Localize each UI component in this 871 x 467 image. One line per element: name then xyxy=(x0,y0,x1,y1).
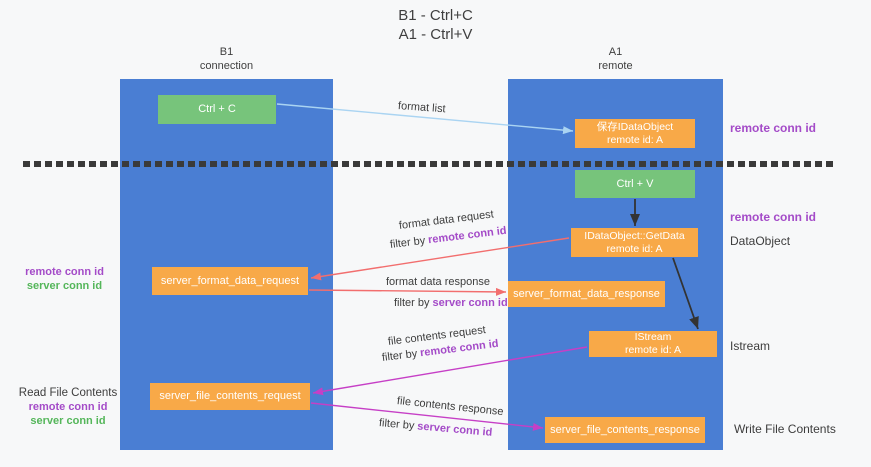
node-getdata-line2: remote id: A xyxy=(606,242,663,255)
lifeline-a1-name: A1 xyxy=(608,46,623,58)
istream-label: Istream xyxy=(730,339,771,353)
left-top-conn-id-labels: remote conn id server conn id xyxy=(17,265,112,293)
node-server-file-contents-response: server_file_contents_response xyxy=(545,417,705,443)
lifeline-b1-name: B1 xyxy=(219,46,234,58)
node-ctrl-v-label: Ctrl + V xyxy=(616,177,654,190)
node-file-request-label: server_file_contents_request xyxy=(159,390,301,402)
edge-label-format-list-text: format list xyxy=(397,100,446,116)
node-server-format-data-response: server_format_data_response xyxy=(508,281,665,307)
lifeline-header-a1: A1 remote xyxy=(508,45,723,73)
left-bottom-remote-conn-id: remote conn id xyxy=(28,401,108,413)
edge-label-format-list: format list xyxy=(398,100,446,115)
node-format-request-label: server_format_data_request xyxy=(160,274,300,287)
diagram-title: B1 - Ctrl+C A1 - Ctrl+V xyxy=(0,6,871,44)
node-format-response-label: server_format_data_response xyxy=(513,287,660,300)
edge-label-format-data-response: format data response xyxy=(386,276,490,288)
write-file-contents-label: Write File Contents xyxy=(734,422,836,436)
section-divider-dashed-line xyxy=(23,161,833,167)
lifeline-header-b1: B1 connection xyxy=(120,45,333,73)
left-top-server-conn-id: server conn id xyxy=(26,280,103,292)
edge-label-file-contents-response: file contents response xyxy=(396,395,504,418)
node-istream-line2: remote id: A xyxy=(624,344,682,356)
title-line-2: A1 - Ctrl+V xyxy=(398,26,473,43)
title-line-1: B1 - Ctrl+C xyxy=(398,7,473,24)
arrow-format-data-response xyxy=(308,287,507,296)
lifeline-b1-sub: connection xyxy=(199,60,254,72)
edge-label-file-contents-response-text: file contents response xyxy=(396,395,505,419)
filter-by-text: filter by xyxy=(378,417,415,433)
server-conn-id-text: server conn id xyxy=(416,420,493,439)
node-file-response-label: server_file_contents_response xyxy=(550,423,700,436)
left-bottom-labels: Read File Contents remote conn id server… xyxy=(13,386,123,428)
node-istream: IStream remote id: A xyxy=(589,331,717,357)
left-bottom-server-conn-id: server conn id xyxy=(30,415,106,427)
node-save-idataobject-line1: 保存IDataObject xyxy=(596,120,674,133)
server-conn-id-text: server conn id xyxy=(432,297,508,309)
edge-label-format-data-response-text: format data response xyxy=(386,276,490,288)
edge-label-filter-by-server-conn-id-2: filter by server conn id xyxy=(378,417,492,439)
node-server-file-contents-request: server_file_contents_request xyxy=(150,383,310,410)
node-ctrl-c-label: Ctrl + C xyxy=(198,103,236,115)
dataobject-label: DataObject xyxy=(730,234,791,248)
node-idataobject-getdata: IDataObject::GetData remote id: A xyxy=(571,228,698,257)
lifeline-a1-sub: remote xyxy=(598,60,633,72)
right-remote-conn-id-top: remote conn id xyxy=(730,121,817,135)
filter-by-text: filter by xyxy=(389,234,426,251)
node-istream-line1: IStream xyxy=(634,331,672,343)
node-ctrl-v: Ctrl + V xyxy=(575,170,695,198)
node-save-idataobject: 保存IDataObject remote id: A xyxy=(575,119,695,148)
node-getdata-line1: IDataObject::GetData xyxy=(584,229,685,242)
filter-by-text: filter by xyxy=(381,347,418,364)
node-save-idataobject-line2: remote id: A xyxy=(606,133,664,146)
right-remote-conn-id-mid: remote conn id xyxy=(730,210,817,224)
edge-label-filter-by-server-conn-id-1: filter by server conn id xyxy=(394,297,508,309)
node-server-format-data-request: server_format_data_request xyxy=(152,267,308,295)
read-file-contents-label: Read File Contents xyxy=(18,387,118,399)
remote-conn-id-text: remote conn id xyxy=(427,224,508,247)
left-top-remote-conn-id: remote conn id xyxy=(25,266,104,278)
filter-by-text: filter by xyxy=(394,297,430,309)
node-ctrl-c: Ctrl + C xyxy=(158,95,276,124)
